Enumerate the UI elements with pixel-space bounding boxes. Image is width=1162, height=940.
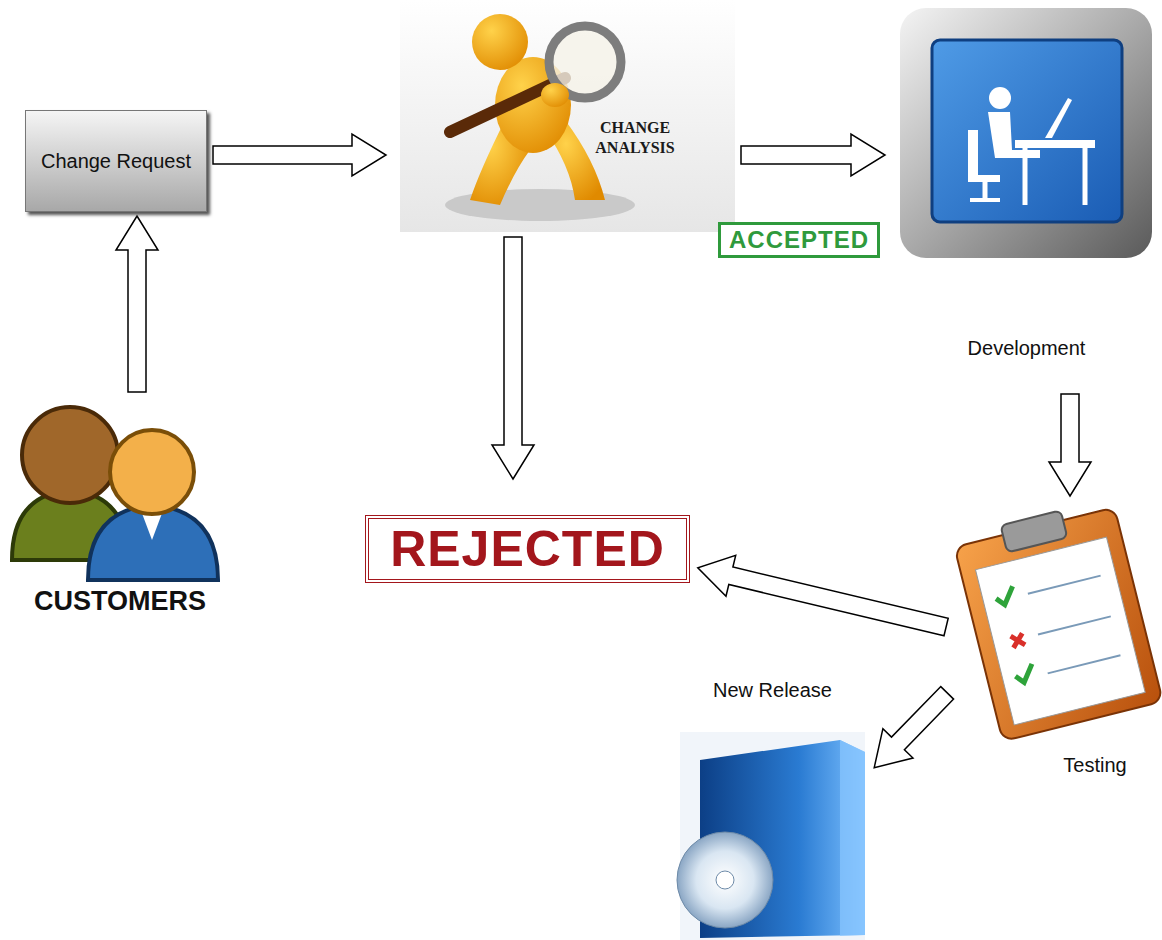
process-box: Change Request bbox=[25, 110, 207, 212]
hollow-arrow bbox=[874, 687, 953, 768]
node-text: Testing bbox=[1035, 754, 1155, 777]
actor-node: CUSTOMERS bbox=[5, 400, 235, 630]
node-text: CUSTOMERS bbox=[5, 586, 235, 617]
testing-icon bbox=[952, 498, 1162, 742]
hollow-arrow bbox=[1049, 394, 1091, 496]
node-text: Change Request bbox=[41, 150, 191, 173]
hollow-arrow bbox=[492, 237, 534, 479]
node-text: New Release bbox=[675, 679, 870, 702]
analysis-illustration bbox=[400, 0, 735, 232]
accepted-stamp: ACCEPTED bbox=[718, 222, 880, 258]
developer-icon bbox=[900, 8, 1152, 258]
hollow-arrow bbox=[213, 134, 386, 176]
release-box-icon bbox=[677, 732, 865, 940]
customers-icon bbox=[12, 407, 218, 580]
development-node: Development bbox=[893, 0, 1160, 372]
node-text: CHANGE ANALYSIS bbox=[580, 118, 690, 158]
analysis-node: CHANGE ANALYSIS bbox=[400, 0, 735, 232]
hollow-arrow bbox=[116, 216, 158, 392]
release-node: New Release bbox=[675, 675, 870, 937]
hollow-arrow bbox=[698, 555, 948, 636]
testing-node: Testing bbox=[950, 510, 1160, 785]
node-text: Development bbox=[893, 337, 1160, 360]
rejected-stamp: REJECTED bbox=[365, 515, 690, 583]
hollow-arrow bbox=[741, 134, 885, 176]
node-text: REJECTED bbox=[390, 520, 665, 578]
